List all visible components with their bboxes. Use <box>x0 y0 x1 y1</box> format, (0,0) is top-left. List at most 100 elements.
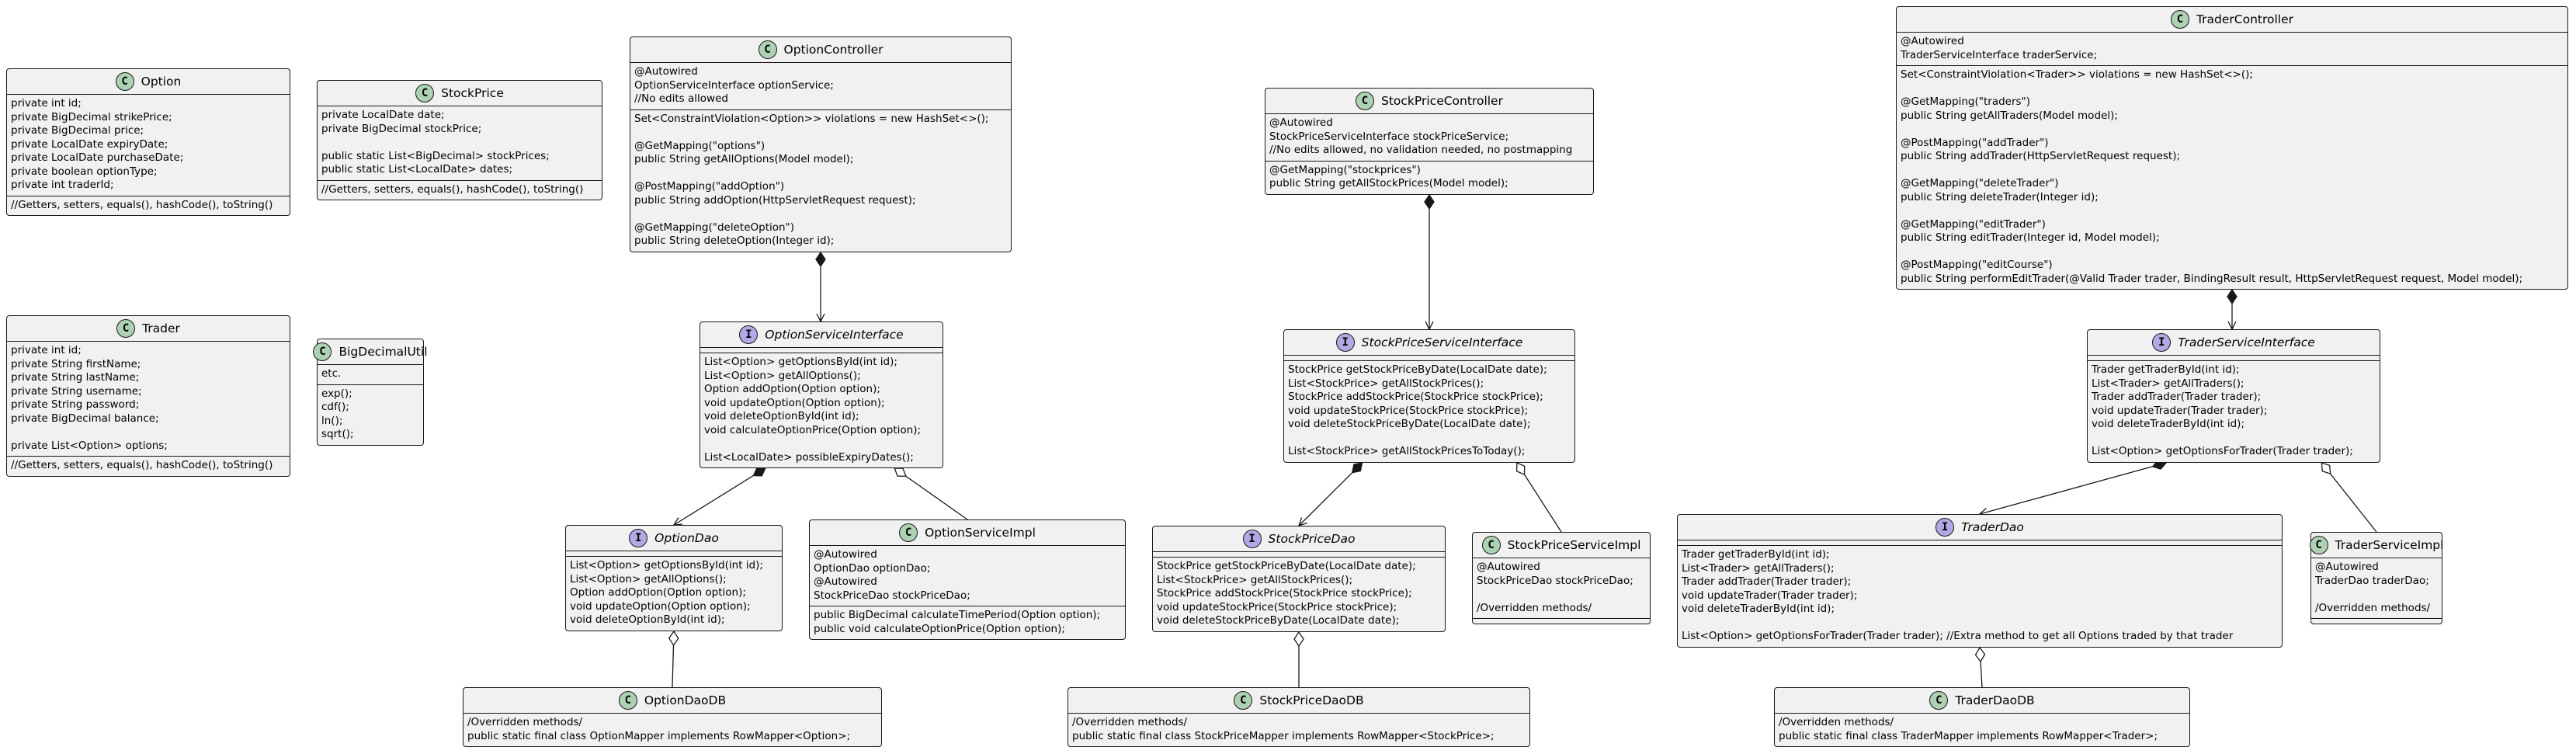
member-line: StockPrice getStockPriceByDate(LocalDate… <box>1288 363 1547 376</box>
member-line: public String addOption(HttpServletReque… <box>634 193 916 207</box>
member-line: private LocalDate expiryDate; <box>11 137 168 151</box>
member-line: //No edits allowed <box>634 92 728 105</box>
member-line: public static final class TraderMapper i… <box>1779 729 2158 742</box>
member-line: @GetMapping("editTrader") <box>1901 217 2046 231</box>
attributes-section <box>566 551 782 557</box>
methods-section <box>2311 619 2442 624</box>
member-line: Trader getTraderById(int id); <box>2092 363 2240 376</box>
class-name: BigDecimalUtil <box>338 345 428 359</box>
aggregation-edge <box>1974 646 1986 688</box>
member-line <box>1901 164 2564 178</box>
member-line: private BigDecimal balance; <box>11 412 159 425</box>
class-marker-icon: C <box>1929 691 1949 710</box>
member-line: void deleteTraderById(int id); <box>1682 603 1835 615</box>
member-line: /Overridden methods/ <box>2315 601 2431 614</box>
member-line: Set<ConstraintViolation<Trader>> violati… <box>1901 68 2253 81</box>
member-line: StockPrice addStockPrice(StockPrice stoc… <box>1288 391 1543 403</box>
aggregation-diamond <box>894 467 907 478</box>
member-line: @GetMapping("stockprices") <box>1269 163 1421 176</box>
attributes-section <box>2088 356 2380 361</box>
member-line: public String deleteOption(Integer id); <box>634 235 835 247</box>
member-line: StockPriceServiceInterface stockPriceSer… <box>1269 130 1509 143</box>
member-line: @GetMapping("traders") <box>1901 96 2031 108</box>
member-line: List<Option> getOptionsById(int id); <box>570 559 763 572</box>
member-line: void updateTrader(Trader trader); <box>1682 589 1858 602</box>
class-marker-icon: C <box>618 691 637 710</box>
member-line: /Overridden methods/ <box>1477 601 1592 614</box>
class-header: I OptionDao <box>566 526 782 551</box>
class-name: StockPrice <box>441 86 504 100</box>
member-line: @Autowired <box>1477 561 1540 573</box>
member-line: private String lastName; <box>11 371 140 384</box>
methods-section: //Getters, setters, equals(), hashCode()… <box>318 181 602 200</box>
member-line: private List<Option> options; <box>11 439 168 452</box>
member-line: public String editTrader(Integer id, Mod… <box>1901 231 2160 244</box>
aggregation-edge <box>2321 462 2377 533</box>
class-name: OptionDao <box>654 531 719 545</box>
member-line: //Getters, setters, equals(), hashCode()… <box>321 182 584 196</box>
interface-marker-icon: I <box>629 529 648 547</box>
member-line: void deleteStockPriceByDate(LocalDate da… <box>1157 614 1400 627</box>
member-line: private String username; <box>11 384 142 398</box>
member-line: ln(); <box>321 414 343 427</box>
class-marker-icon: C <box>899 523 918 542</box>
member-line: private String password; <box>11 398 140 411</box>
member-line: exp(); <box>321 387 352 400</box>
attributes-section <box>1678 540 2282 546</box>
class-name: TraderDaoDB <box>1955 693 2035 707</box>
member-line: @Autowired <box>814 548 877 561</box>
member-line <box>1288 432 1571 446</box>
member-line: @GetMapping("deleteTrader") <box>1901 177 2059 189</box>
member-line: @Autowired <box>814 575 877 588</box>
class-name: OptionController <box>783 43 884 57</box>
member-line: private LocalDate date; <box>321 109 445 121</box>
member-line <box>1901 245 2564 259</box>
member-line: void updateStockPrice(StockPrice stockPr… <box>1288 404 1529 417</box>
member-line <box>1901 123 2564 137</box>
member-line: List<Option> getAllOptions(); <box>570 572 727 585</box>
member-line: void updateStockPrice(StockPrice stockPr… <box>1157 600 1397 613</box>
member-line: void updateTrader(Trader trader); <box>2092 404 2268 417</box>
methods-section: public BigDecimal calculateTimePeriod(Op… <box>810 606 1125 639</box>
member-line: StockPrice addStockPrice(StockPrice stoc… <box>1157 587 1412 599</box>
attributes-section: /Overridden methods/public static final … <box>1068 714 1529 746</box>
member-line: private int id; <box>11 344 82 356</box>
member-line: List<Option> getAllOptions(); <box>704 369 861 382</box>
member-line: private int id; <box>11 97 82 109</box>
aggregation-edge <box>1515 462 1562 533</box>
class-marker-icon: C <box>758 40 777 59</box>
member-line: private BigDecimal stockPrice; <box>321 122 482 135</box>
class-name: StockPriceDaoDB <box>1259 693 1364 707</box>
member-line: private LocalDate purchaseDate; <box>11 151 184 164</box>
class-name: Option <box>141 75 182 89</box>
member-line: public BigDecimal calculateTimePeriod(Op… <box>814 609 1101 621</box>
member-line: StockPriceDao stockPriceDao; <box>1477 574 1633 587</box>
member-line: @Autowired <box>634 65 698 78</box>
